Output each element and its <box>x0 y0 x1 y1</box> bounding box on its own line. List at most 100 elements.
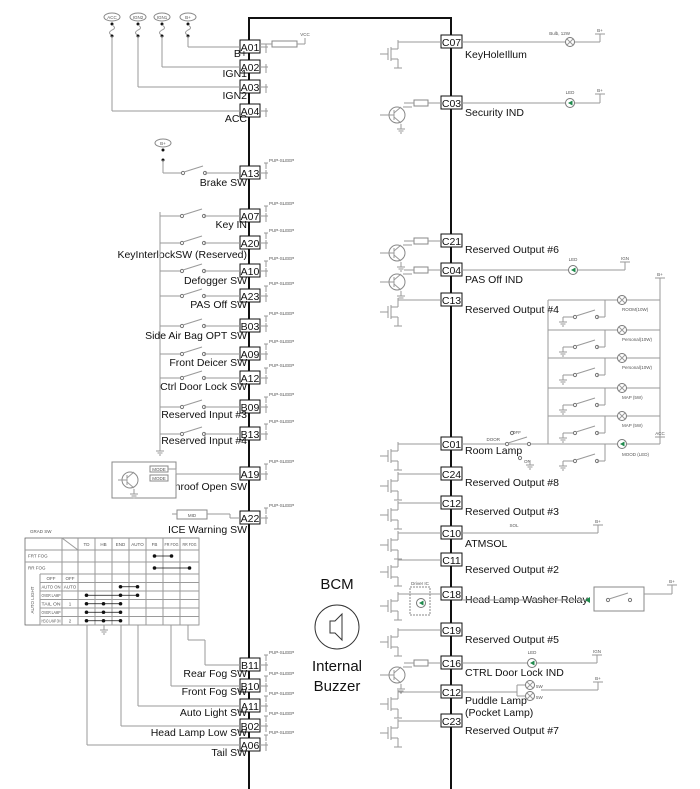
pin-id: A06 <box>241 740 260 752</box>
supply-label: B+ <box>669 579 675 584</box>
mode-label: MODE <box>152 476 166 481</box>
transistor-icon <box>393 676 402 684</box>
pin-id: C21 <box>442 236 461 248</box>
table-column-header: FR FOG <box>165 542 179 547</box>
pin-id: A01 <box>241 42 260 54</box>
pin-label: Auto Light SW <box>180 707 247 719</box>
table-group-label: AUTO LIGHT <box>30 586 35 613</box>
switch-blade-icon <box>575 425 596 433</box>
switch-blade-icon <box>182 208 203 216</box>
switch-contact-icon <box>572 402 578 408</box>
pin-label: Reserved Output #5 <box>465 634 559 646</box>
table-dot <box>118 618 123 623</box>
supply-label: ACC <box>655 431 665 436</box>
switch-blade-icon <box>182 399 203 407</box>
switch-blade-icon <box>182 263 203 271</box>
switch-blade-icon <box>507 436 528 444</box>
load-label: Bulb, 12W <box>549 31 571 36</box>
pull-up-label: PUP-SLEEP <box>269 311 294 316</box>
table-column-header: TD <box>84 542 91 547</box>
lamp-icon <box>618 296 626 304</box>
lamp-icon <box>618 384 626 392</box>
pin-label: PAS Off SW <box>190 299 247 311</box>
switch-blade-icon <box>182 426 203 434</box>
pull-up-label: PUP-SLEEP <box>269 256 294 261</box>
led-icon <box>530 660 535 666</box>
door-switch-label: ON <box>524 459 531 464</box>
transistor-icon <box>393 116 402 124</box>
lamp-label: MAP (5W) <box>622 423 643 428</box>
pin-label: Reserved Output #2 <box>465 564 559 576</box>
table-dot <box>118 584 123 589</box>
supply-label: B+ <box>595 676 601 681</box>
lamp-icon <box>618 326 626 334</box>
pin-label: Reserved Output #6 <box>465 244 559 256</box>
lamp-label: MAP (5W) <box>622 395 643 400</box>
table-row-label: FRT FOG <box>28 554 48 559</box>
pin-label: Room Lamp <box>465 445 522 457</box>
pin-id: C18 <box>442 589 461 601</box>
buzzer-icon <box>314 604 360 650</box>
supply-label: B+ <box>597 28 603 33</box>
switch-contact-icon <box>179 351 185 357</box>
table-row-label: RR FOG <box>28 566 46 571</box>
table-dot <box>152 566 157 570</box>
pull-up-label: PUP-SLEEP <box>269 158 294 163</box>
switch-contact-icon <box>526 441 532 447</box>
supply-label: IGN <box>593 649 601 654</box>
resistor-icon <box>413 266 429 274</box>
pin-id: B09 <box>241 402 260 414</box>
table-dot <box>169 554 174 558</box>
table-column-header: HB <box>100 542 106 547</box>
resistor-icon <box>271 40 298 48</box>
pin-id: B02 <box>241 721 260 733</box>
supply-label: B+ <box>597 88 603 93</box>
led-icon <box>620 441 625 447</box>
pin-id: C12 <box>442 687 461 699</box>
pin-id: A04 <box>241 106 260 118</box>
resistor-icon <box>413 99 429 107</box>
pin-label: Rear Fog SW <box>183 668 247 680</box>
transistor-icon <box>126 481 135 489</box>
pin-id: A07 <box>241 211 260 223</box>
switch-contact-icon <box>509 430 515 436</box>
pin-id: C03 <box>442 98 461 110</box>
pin-id: C12 <box>442 498 461 510</box>
pin-id: C24 <box>442 469 461 481</box>
pull-up-label: PUP-SLEEP <box>269 363 294 368</box>
pin-id: B10 <box>241 681 260 693</box>
pin-id: A03 <box>241 82 260 94</box>
load-label: LED <box>528 650 538 655</box>
pin-label: ACC <box>225 113 248 125</box>
pin-label: IGN2 <box>222 90 247 102</box>
power-source-icon <box>153 12 171 22</box>
pull-up-label: PUP-SLEEP <box>269 691 294 696</box>
lamp-icon <box>618 354 626 362</box>
switch-contact-icon <box>179 268 185 274</box>
pin-label: Key IN <box>215 219 247 231</box>
pin-id: C13 <box>442 295 461 307</box>
power-source-icon <box>179 12 197 22</box>
switch-blade-icon <box>575 397 596 405</box>
switch-blade-icon <box>182 235 203 243</box>
pull-up-label: PUP-SLEEP <box>269 281 294 286</box>
power-source-icon <box>154 138 172 148</box>
switch-blade-icon <box>182 288 203 296</box>
pin-label: Defogger SW <box>184 275 247 287</box>
driver-ic-label: Driver IC <box>411 581 429 586</box>
pin-label: KeyHoleIllum <box>465 49 527 61</box>
pin-label: Sunroof Open SW <box>162 481 247 493</box>
switch-contact-icon <box>179 240 185 246</box>
pull-up-label: PUP-SLEEP <box>269 650 294 655</box>
switch-blade-icon <box>182 318 203 326</box>
pin-label: Brake SW <box>200 177 247 189</box>
table-column-header: FB <box>152 542 158 547</box>
buzzer-label: Internal <box>312 658 362 675</box>
supply-label: B+ <box>595 519 601 524</box>
lamp-icon <box>566 38 574 46</box>
switch-contact-icon <box>627 597 633 603</box>
table-row-value: AUTO <box>64 584 77 589</box>
table-row-label: AUTO ON <box>42 584 61 589</box>
